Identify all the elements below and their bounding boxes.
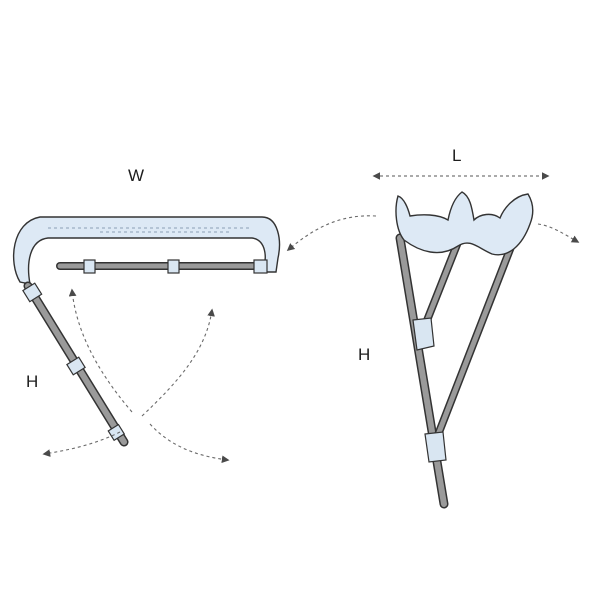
connector <box>167 259 180 274</box>
motion-arrows-left <box>42 288 230 464</box>
connector <box>253 259 268 274</box>
motion-arrow-right <box>537 223 580 243</box>
height-label-left: H <box>26 372 39 391</box>
width-label: W <box>128 166 145 185</box>
front-frame <box>395 191 534 509</box>
connector <box>412 317 435 351</box>
length-label: L <box>452 146 462 165</box>
connector <box>83 259 96 274</box>
connector <box>424 431 447 463</box>
assembly-arrow <box>286 215 377 251</box>
connector <box>107 423 126 442</box>
canvas-cover <box>13 216 281 285</box>
height-label-right: H <box>358 345 371 364</box>
folded-frame <box>13 216 281 447</box>
canvas-cover-front <box>395 191 534 256</box>
connector <box>66 356 86 376</box>
connector <box>22 282 43 303</box>
